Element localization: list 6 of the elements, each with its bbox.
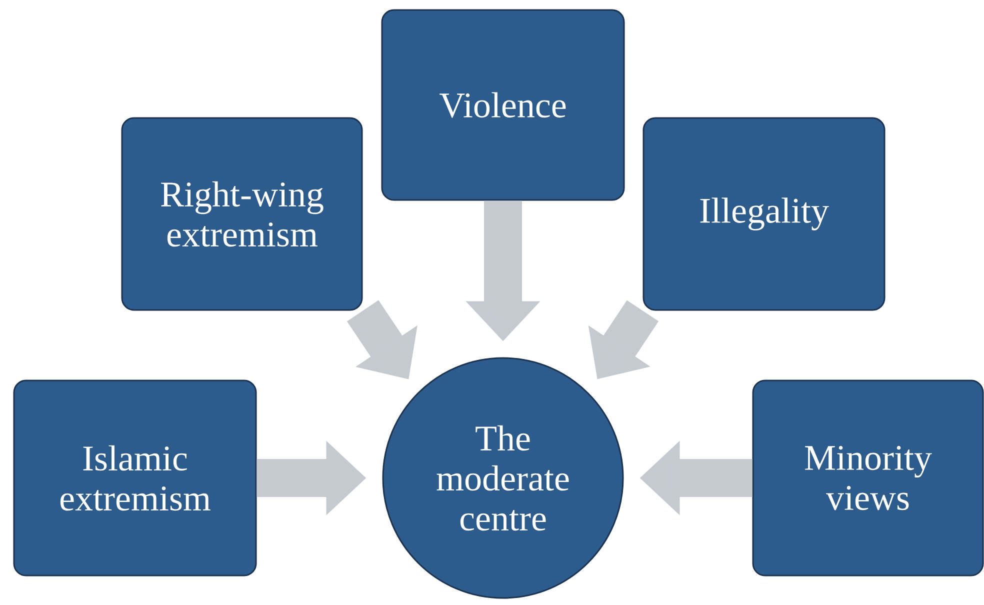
process-box: Violence: [381, 9, 625, 201]
process-box: Minority views: [752, 380, 984, 576]
circle-node: The moderate centre: [382, 357, 624, 599]
process-box: Illegality: [642, 117, 886, 311]
process-box: Islamic extremism: [13, 380, 257, 576]
process-box: Right-wing extremism: [121, 117, 363, 311]
